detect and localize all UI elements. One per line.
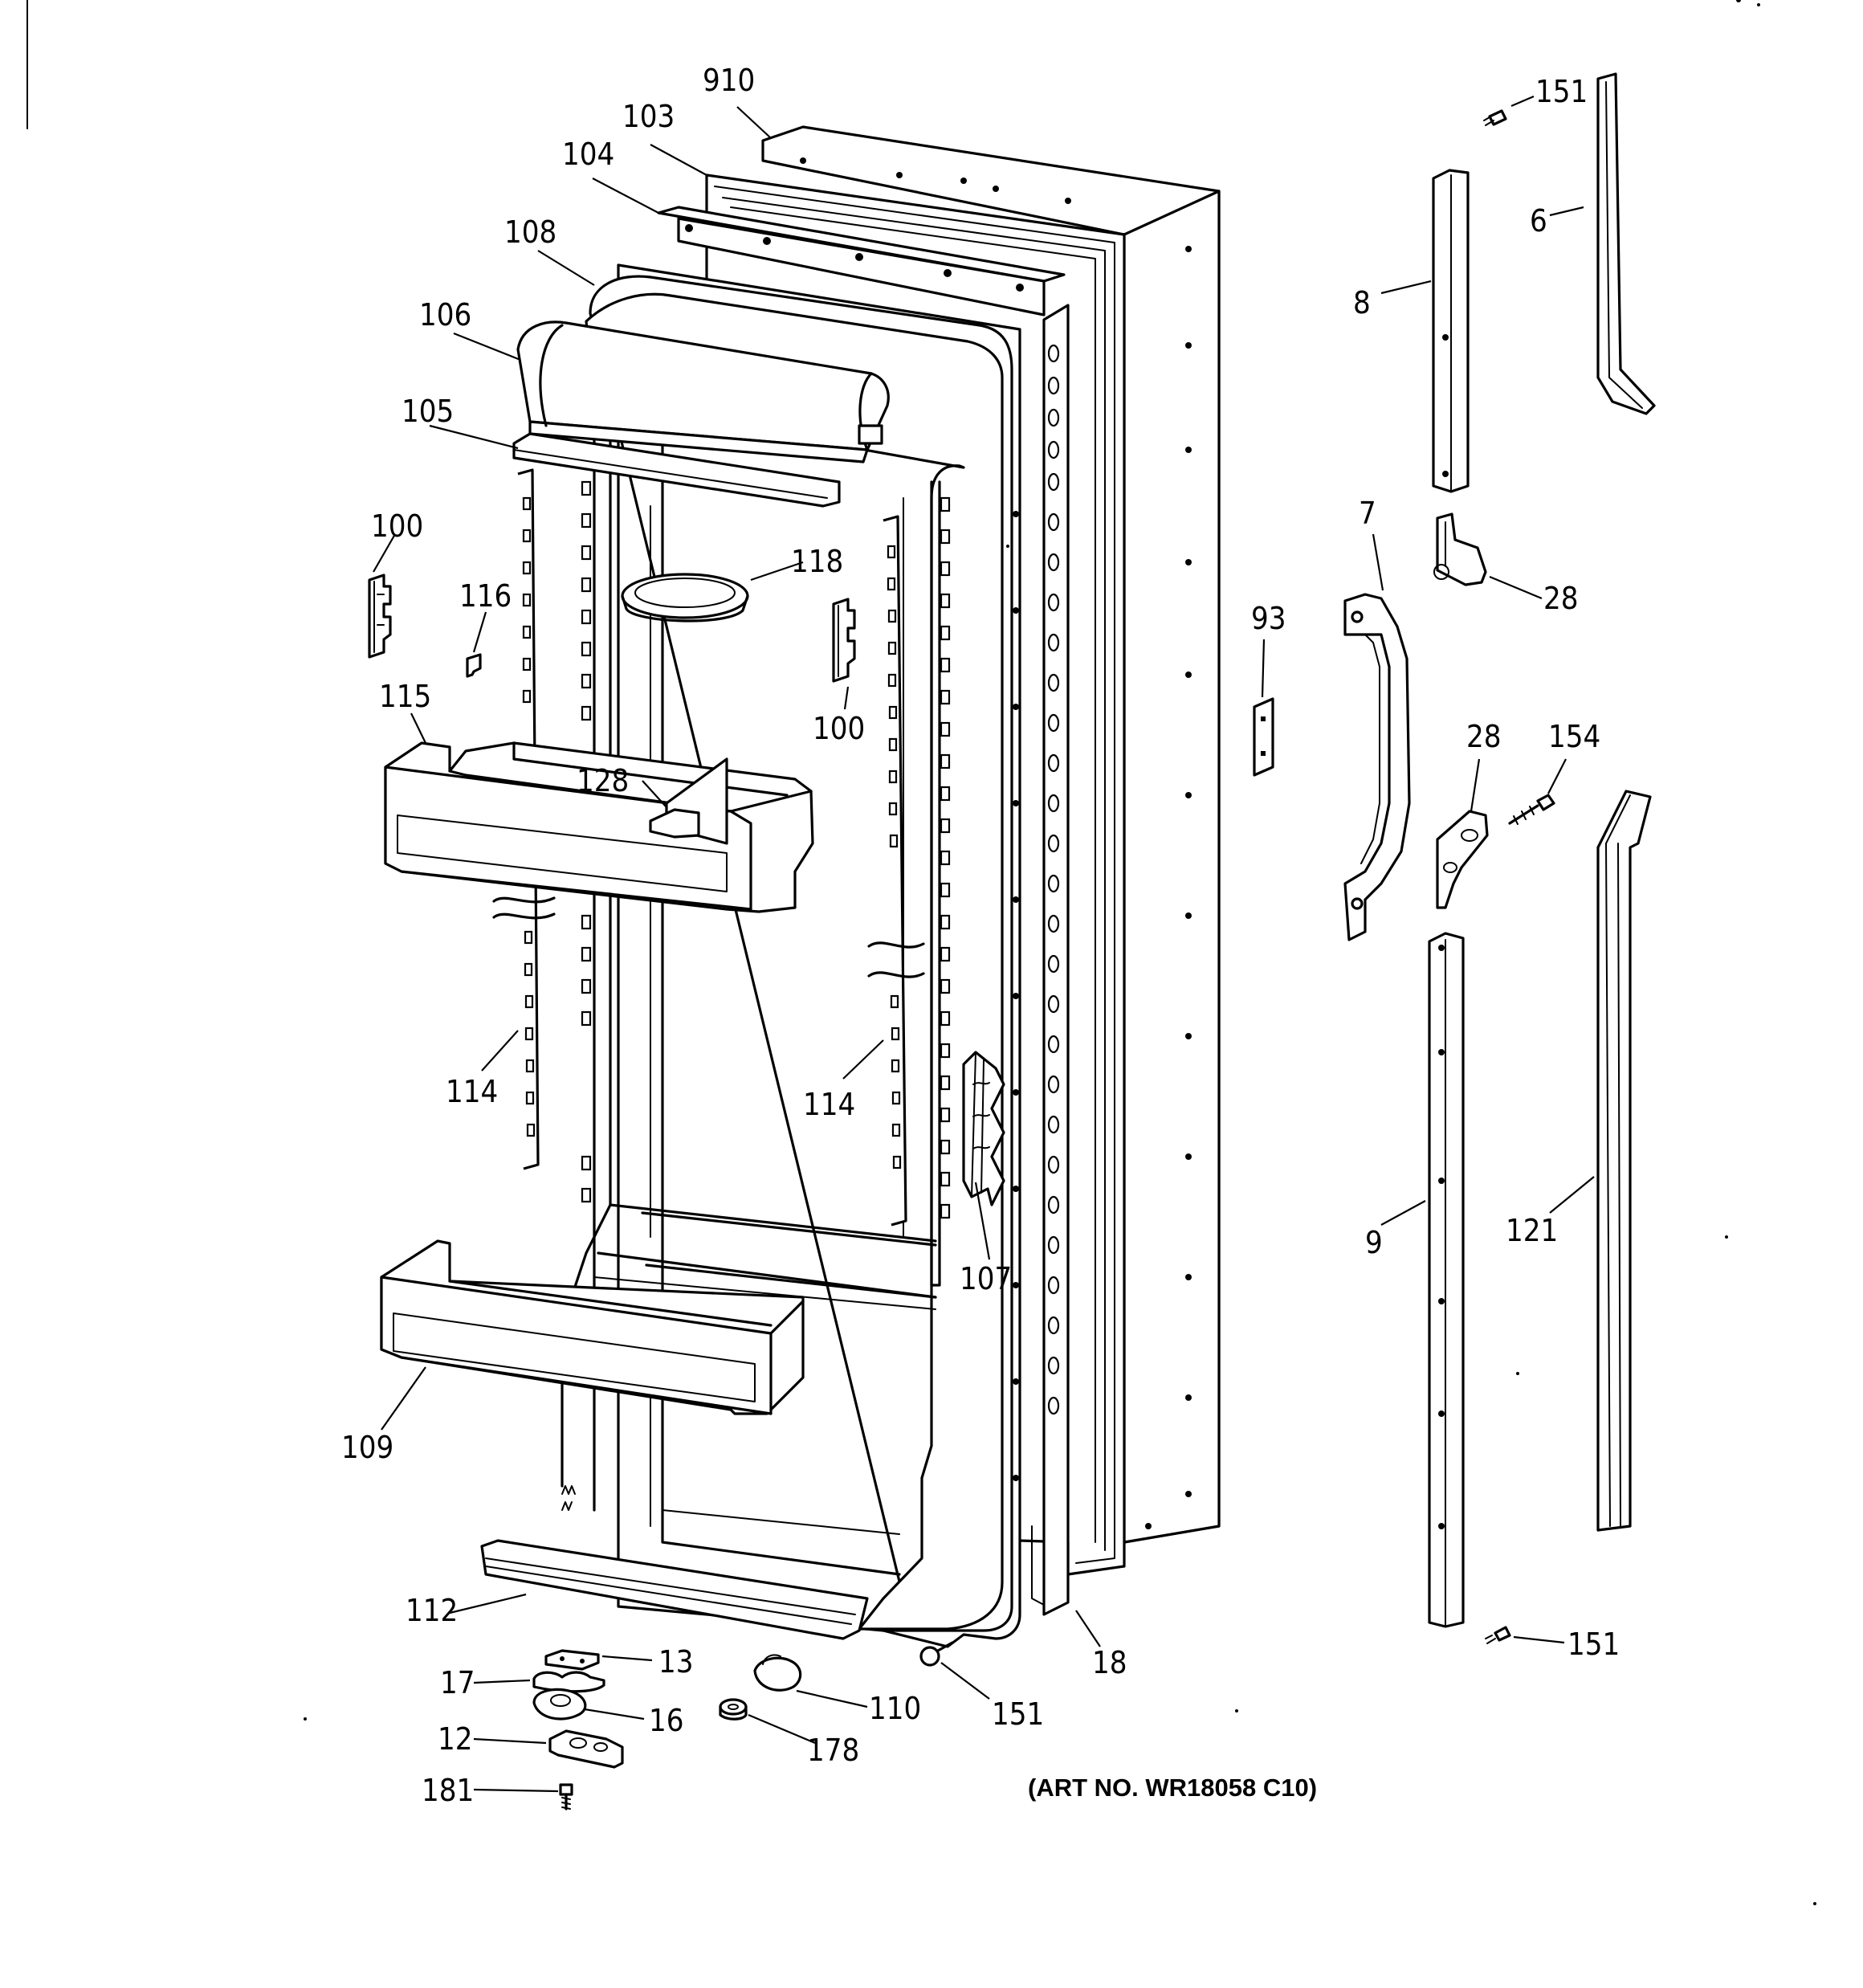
part-151-screw-lower	[1485, 1626, 1511, 1644]
label-151-top: 151	[1535, 74, 1588, 109]
label-104: 104	[562, 137, 614, 172]
part-116-clip	[466, 653, 482, 678]
part-112-bottom-trim	[480, 1539, 869, 1640]
label-107: 107	[960, 1261, 1012, 1296]
label-13: 13	[658, 1644, 694, 1680]
part-114-rail-right	[867, 515, 925, 1227]
part-18-door-strip	[1031, 304, 1070, 1616]
part-8-handle-mount	[1432, 169, 1470, 493]
part-9-handle-mount	[1428, 932, 1465, 1628]
part-121-handle-trim	[1596, 790, 1652, 1532]
label-100-right: 100	[813, 711, 865, 746]
part-154-screw	[1508, 794, 1555, 825]
label-8: 8	[1353, 285, 1371, 320]
label-28-lower: 28	[1466, 719, 1502, 754]
label-154: 154	[1548, 719, 1600, 754]
label-18: 18	[1092, 1645, 1127, 1680]
label-112: 112	[406, 1593, 458, 1628]
label-181: 181	[422, 1773, 474, 1808]
label-114-left: 114	[446, 1074, 498, 1109]
label-108: 108	[504, 214, 556, 250]
label-93: 93	[1251, 601, 1286, 636]
label-116: 116	[459, 578, 512, 614]
part-12-hinge-bracket	[548, 1729, 624, 1769]
part-105-trim-strip	[512, 432, 841, 508]
label-103: 103	[622, 99, 675, 134]
part-100-clip-left	[368, 574, 392, 659]
part-118-tray	[621, 573, 749, 623]
part-93-plate	[1253, 697, 1274, 777]
part-6-handle-trim	[1596, 72, 1656, 415]
label-115: 115	[379, 679, 431, 714]
label-178: 178	[807, 1733, 859, 1768]
part-115-door-bin	[384, 741, 814, 913]
part-labels: 910 103 104 108 106 105 100 116 118 100 …	[341, 63, 1620, 1808]
part-28-bracket-upper	[1433, 512, 1487, 586]
part-110-hinge-cover	[753, 1654, 802, 1692]
label-106: 106	[419, 297, 471, 333]
part-28-bracket-lower	[1436, 810, 1489, 909]
part-151-screw-bottom	[919, 1641, 954, 1667]
label-12: 12	[438, 1721, 473, 1757]
label-151-lower: 151	[1567, 1627, 1620, 1662]
part-13-shim	[544, 1649, 600, 1671]
part-104-top-trim	[657, 206, 1066, 316]
label-7: 7	[1359, 496, 1376, 531]
part-17-spring	[532, 1671, 605, 1693]
part-178-bushing	[719, 1698, 748, 1721]
part-181-screw	[559, 1783, 573, 1810]
part-106-dairy-door	[516, 320, 890, 463]
art-number-caption: (ART NO. WR18058 C10)	[1028, 1774, 1317, 1802]
label-105: 105	[402, 394, 454, 429]
part-151-screw-top	[1483, 109, 1507, 126]
label-118: 118	[791, 544, 843, 579]
label-100-left: 100	[371, 508, 423, 544]
part-7-handle	[1343, 593, 1411, 941]
label-114-right: 114	[803, 1087, 855, 1122]
label-16: 16	[649, 1703, 684, 1738]
label-28-upper: 28	[1543, 581, 1579, 616]
part-16-cam	[532, 1688, 587, 1721]
label-128: 128	[577, 763, 629, 798]
label-151-bottom: 151	[992, 1696, 1044, 1732]
scan-specks	[304, 0, 1816, 1905]
part-910-outer-door	[761, 125, 1221, 1544]
label-910: 910	[703, 63, 755, 98]
part-100-clip-right	[832, 598, 856, 683]
part-107-spacer	[962, 1051, 1005, 1206]
label-17: 17	[440, 1665, 475, 1700]
label-6: 6	[1530, 203, 1547, 239]
leader-lines	[373, 95, 1595, 1793]
part-109-door-bin	[380, 1239, 805, 1415]
label-9: 9	[1365, 1225, 1383, 1260]
label-121: 121	[1506, 1213, 1558, 1248]
label-110: 110	[869, 1691, 921, 1726]
label-109: 109	[341, 1430, 393, 1465]
